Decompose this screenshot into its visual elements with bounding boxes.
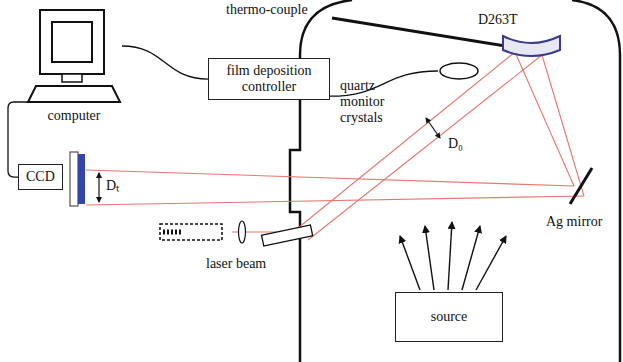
laser-label: laser beam — [206, 256, 266, 272]
dimension-arrow — [426, 118, 440, 138]
dimension-arrow — [98, 173, 99, 202]
dimension-label: Dₜ — [106, 178, 119, 194]
lens — [239, 221, 246, 243]
detector-screen — [78, 154, 85, 204]
ccd-box: CCD — [18, 164, 63, 190]
node-label: quartz monitor crystals — [340, 78, 404, 126]
computer-node: computer — [26, 6, 122, 128]
signal-wire — [122, 46, 208, 79]
node-label: CCD — [26, 169, 55, 185]
laser — [160, 224, 222, 240]
laser — [163, 230, 182, 235]
node-label: computer — [26, 108, 122, 124]
mirror-label: Ag mirror — [546, 214, 602, 230]
chamber-wall — [290, 0, 352, 362]
beam-mirror — [262, 225, 313, 246]
ag-mirror — [570, 168, 592, 204]
substrate — [503, 36, 560, 56]
node-label: film deposition controller — [216, 63, 322, 95]
computer-icon — [26, 6, 122, 106]
quartz-crystal-node: quartz monitor crystals — [336, 58, 486, 130]
quartz-crystal — [438, 60, 480, 82]
laser-beams — [86, 52, 584, 240]
source-box: source — [395, 292, 503, 342]
thermocouple-label: thermo-couple — [226, 2, 308, 18]
detector-frame — [70, 152, 78, 206]
controller-box: film deposition controller — [208, 58, 330, 100]
substrate-label: D263T — [478, 12, 518, 28]
dimension-label: D₀ — [448, 136, 463, 152]
node-label: source — [431, 309, 468, 325]
evaporation-arrows — [400, 222, 506, 290]
